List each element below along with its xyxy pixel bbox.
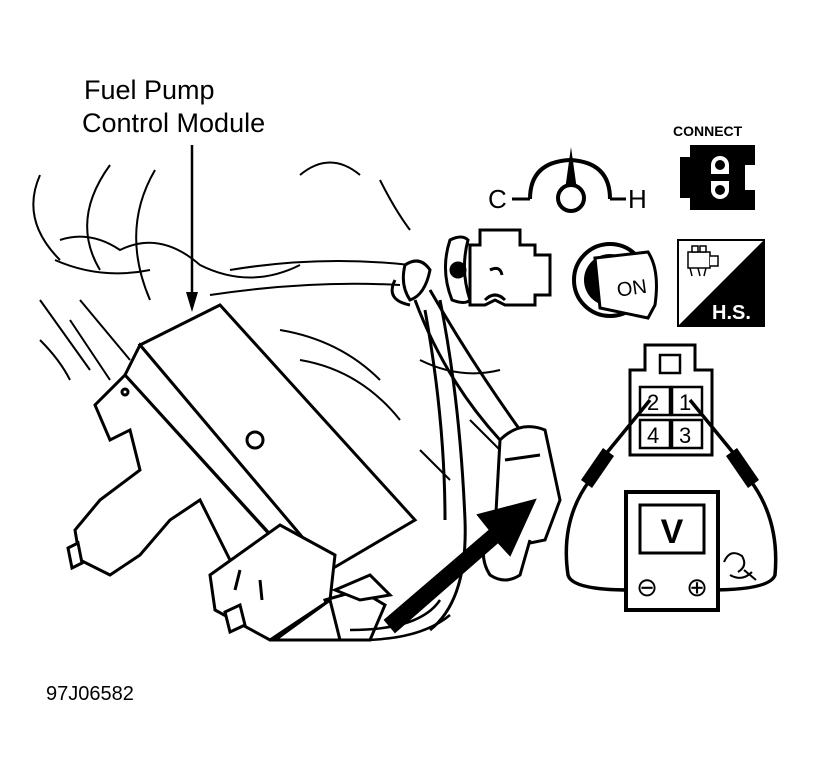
hose-clamp — [390, 259, 432, 307]
temperature-gauge-icon: C H — [488, 147, 647, 214]
voltmeter-leads — [564, 398, 778, 592]
engine-bay-background — [32, 161, 501, 481]
gauge-hot-label: H — [628, 184, 647, 214]
engine-small-icon — [687, 245, 719, 277]
callout-line-2: Control Module — [82, 108, 265, 138]
gauge-hub — [556, 183, 586, 213]
gauge-needle — [565, 147, 577, 190]
connector-plug-icon — [680, 145, 755, 210]
connect-label: CONNECT — [673, 123, 743, 139]
module-callout: Fuel Pump Control Module — [82, 75, 265, 312]
connector-pin-labels: 2 1 4 3 — [647, 390, 691, 448]
ignition-key-icon: ON — [572, 242, 658, 320]
callout-line-1: Fuel Pump — [84, 75, 215, 105]
gauge-cold-label: C — [488, 184, 507, 214]
callout-arrowhead — [186, 292, 198, 312]
pin-label-2: 2 — [647, 390, 659, 415]
engine-idle-icon — [444, 228, 552, 307]
pin-label-3: 3 — [679, 423, 691, 448]
test-point-arrow — [383, 498, 537, 634]
voltmeter-negative-terminal: ⊖ — [636, 572, 658, 602]
pin-label-4: 4 — [647, 423, 659, 448]
hot-soak-label: H.S. — [712, 302, 751, 324]
pin-label-1: 1 — [679, 390, 691, 415]
figure-id: 97J06582 — [46, 683, 134, 705]
voltmeter-unit: V — [661, 513, 684, 551]
connect-icon-group: CONNECT — [673, 123, 755, 210]
voltmeter-probes — [581, 448, 759, 488]
four-pin-connector-face — [628, 343, 714, 457]
voltmeter-positive-terminal: ⊕ — [686, 572, 708, 602]
fuel-pump-control-module — [66, 303, 418, 642]
turn-knob-icon — [723, 552, 757, 581]
hot-soak-icon: H.S. — [677, 239, 765, 327]
voltmeter: V ⊖ ⊕ — [624, 490, 757, 612]
ignition-on-label: ON — [615, 276, 648, 302]
fuel-hose — [413, 289, 522, 632]
